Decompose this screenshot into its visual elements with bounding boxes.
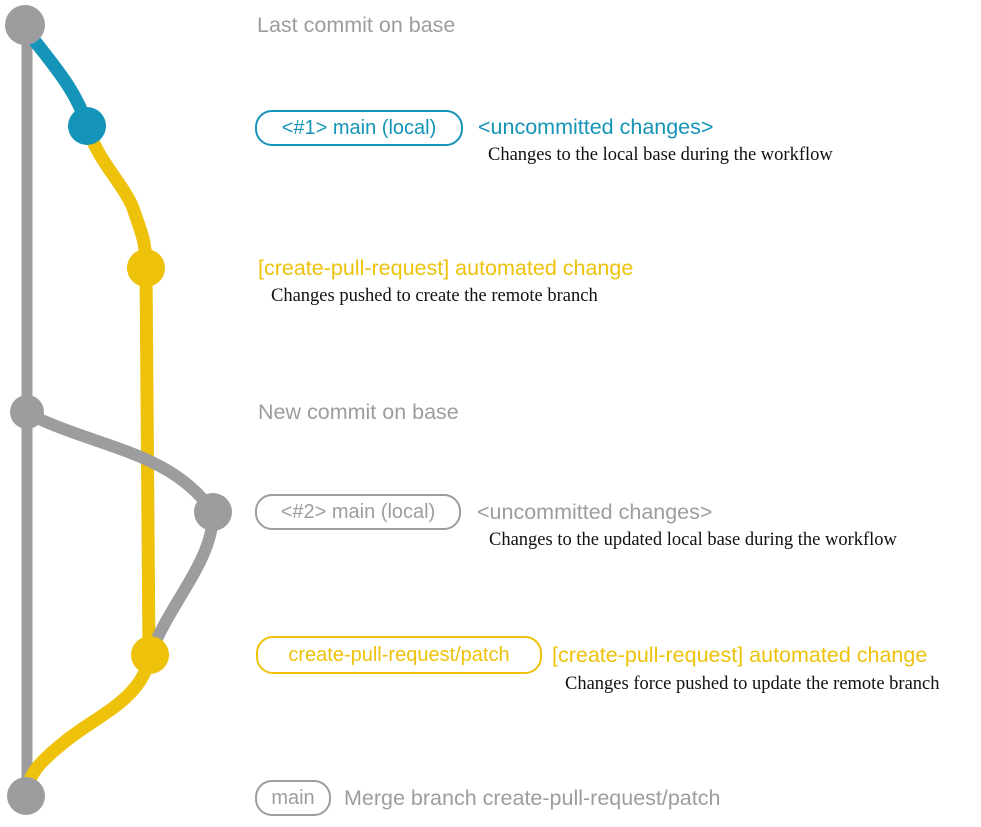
- commit-dot-merge: [7, 777, 45, 815]
- automated-change-2-description: Changes force pushed to update the remot…: [565, 674, 940, 694]
- uncommitted-changes-1-description: Changes to the local base during the wor…: [488, 145, 833, 165]
- uncommitted-changes-2-description: Changes to the updated local base during…: [489, 530, 897, 550]
- local-to-remote-force-push-line: [144, 506, 220, 661]
- last-commit-on-base-label: Last commit on base: [257, 13, 456, 37]
- create-pull-request-patch-badge: create-pull-request/patch: [256, 636, 542, 674]
- git-graph: [5, 5, 232, 815]
- base-to-local-update-line: [21, 407, 219, 518]
- remote-branch-create-line: [80, 119, 153, 275]
- commit-dot-local-2: [194, 493, 232, 531]
- merge-into-base-line: [19, 648, 157, 803]
- automated-change-2-label: [create-pull-request] automated change: [552, 643, 928, 667]
- commit-dot-last-base: [5, 5, 45, 45]
- merge-branch-label: Merge branch create-pull-request/patch: [344, 786, 721, 810]
- automated-change-1-label: [create-pull-request] automated change: [258, 256, 634, 280]
- main-local-1-badge: <#1> main (local): [255, 110, 463, 146]
- commit-dot-remote-2: [131, 636, 169, 674]
- commit-dot-remote-1: [127, 249, 165, 287]
- main-local-2-badge: <#2> main (local): [255, 494, 461, 530]
- commit-dot-new-base: [10, 395, 44, 429]
- uncommitted-changes-1-label: <uncommitted changes>: [478, 115, 714, 139]
- commit-dot-local-1: [68, 107, 106, 145]
- main-badge: main: [255, 780, 331, 816]
- uncommitted-changes-2-label: <uncommitted changes>: [477, 500, 713, 524]
- automated-change-1-description: Changes pushed to create the remote bran…: [271, 286, 598, 306]
- new-commit-on-base-label: New commit on base: [258, 400, 459, 424]
